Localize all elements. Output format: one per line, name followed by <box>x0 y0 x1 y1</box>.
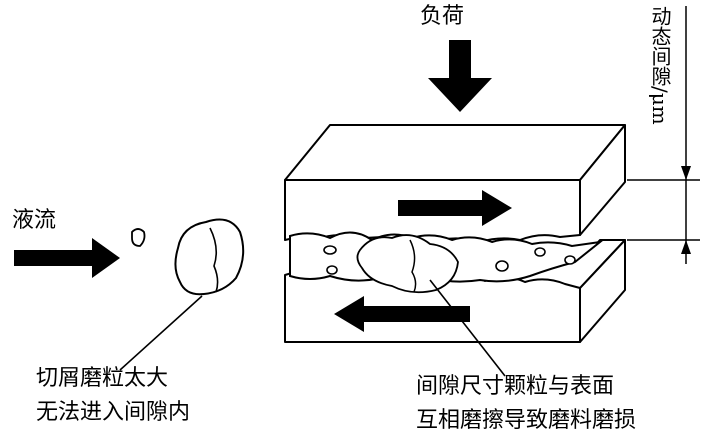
clearance-dimension <box>627 6 700 264</box>
fluid-flow-label: 液流 <box>12 208 57 233</box>
clearance-arrow-bottom <box>681 240 691 254</box>
fluid-flow-arrow <box>14 238 120 278</box>
upper-motion-arrow <box>398 190 512 226</box>
particle-crack-line <box>409 239 417 293</box>
dynamic-clearance-label: 动态间隙/μm <box>648 6 672 125</box>
lower-motion-arrow <box>334 296 470 332</box>
upper-block <box>284 124 626 243</box>
large-debris-caption-line2: 无法进入间隙内 <box>36 400 191 425</box>
large-debris <box>174 218 245 296</box>
load-label: 负荷 <box>420 4 465 29</box>
load-arrow <box>428 40 492 112</box>
small-chip <box>131 228 146 247</box>
large-debris-caption-line1: 切屑磨粒太大 <box>36 366 169 391</box>
small-particles <box>323 245 576 275</box>
large-debris-crack <box>209 227 219 293</box>
gap-particle-caption-line2: 互相磨擦导致磨料磨损 <box>416 408 637 433</box>
leader-large-debris <box>119 295 203 371</box>
large-particle-in-gap <box>356 234 459 294</box>
gap-particle-caption-line1: 间隙尺寸颗粒与表面 <box>416 374 615 399</box>
clearance-arrow-top <box>681 166 691 180</box>
leader-gap-particle <box>429 279 506 377</box>
